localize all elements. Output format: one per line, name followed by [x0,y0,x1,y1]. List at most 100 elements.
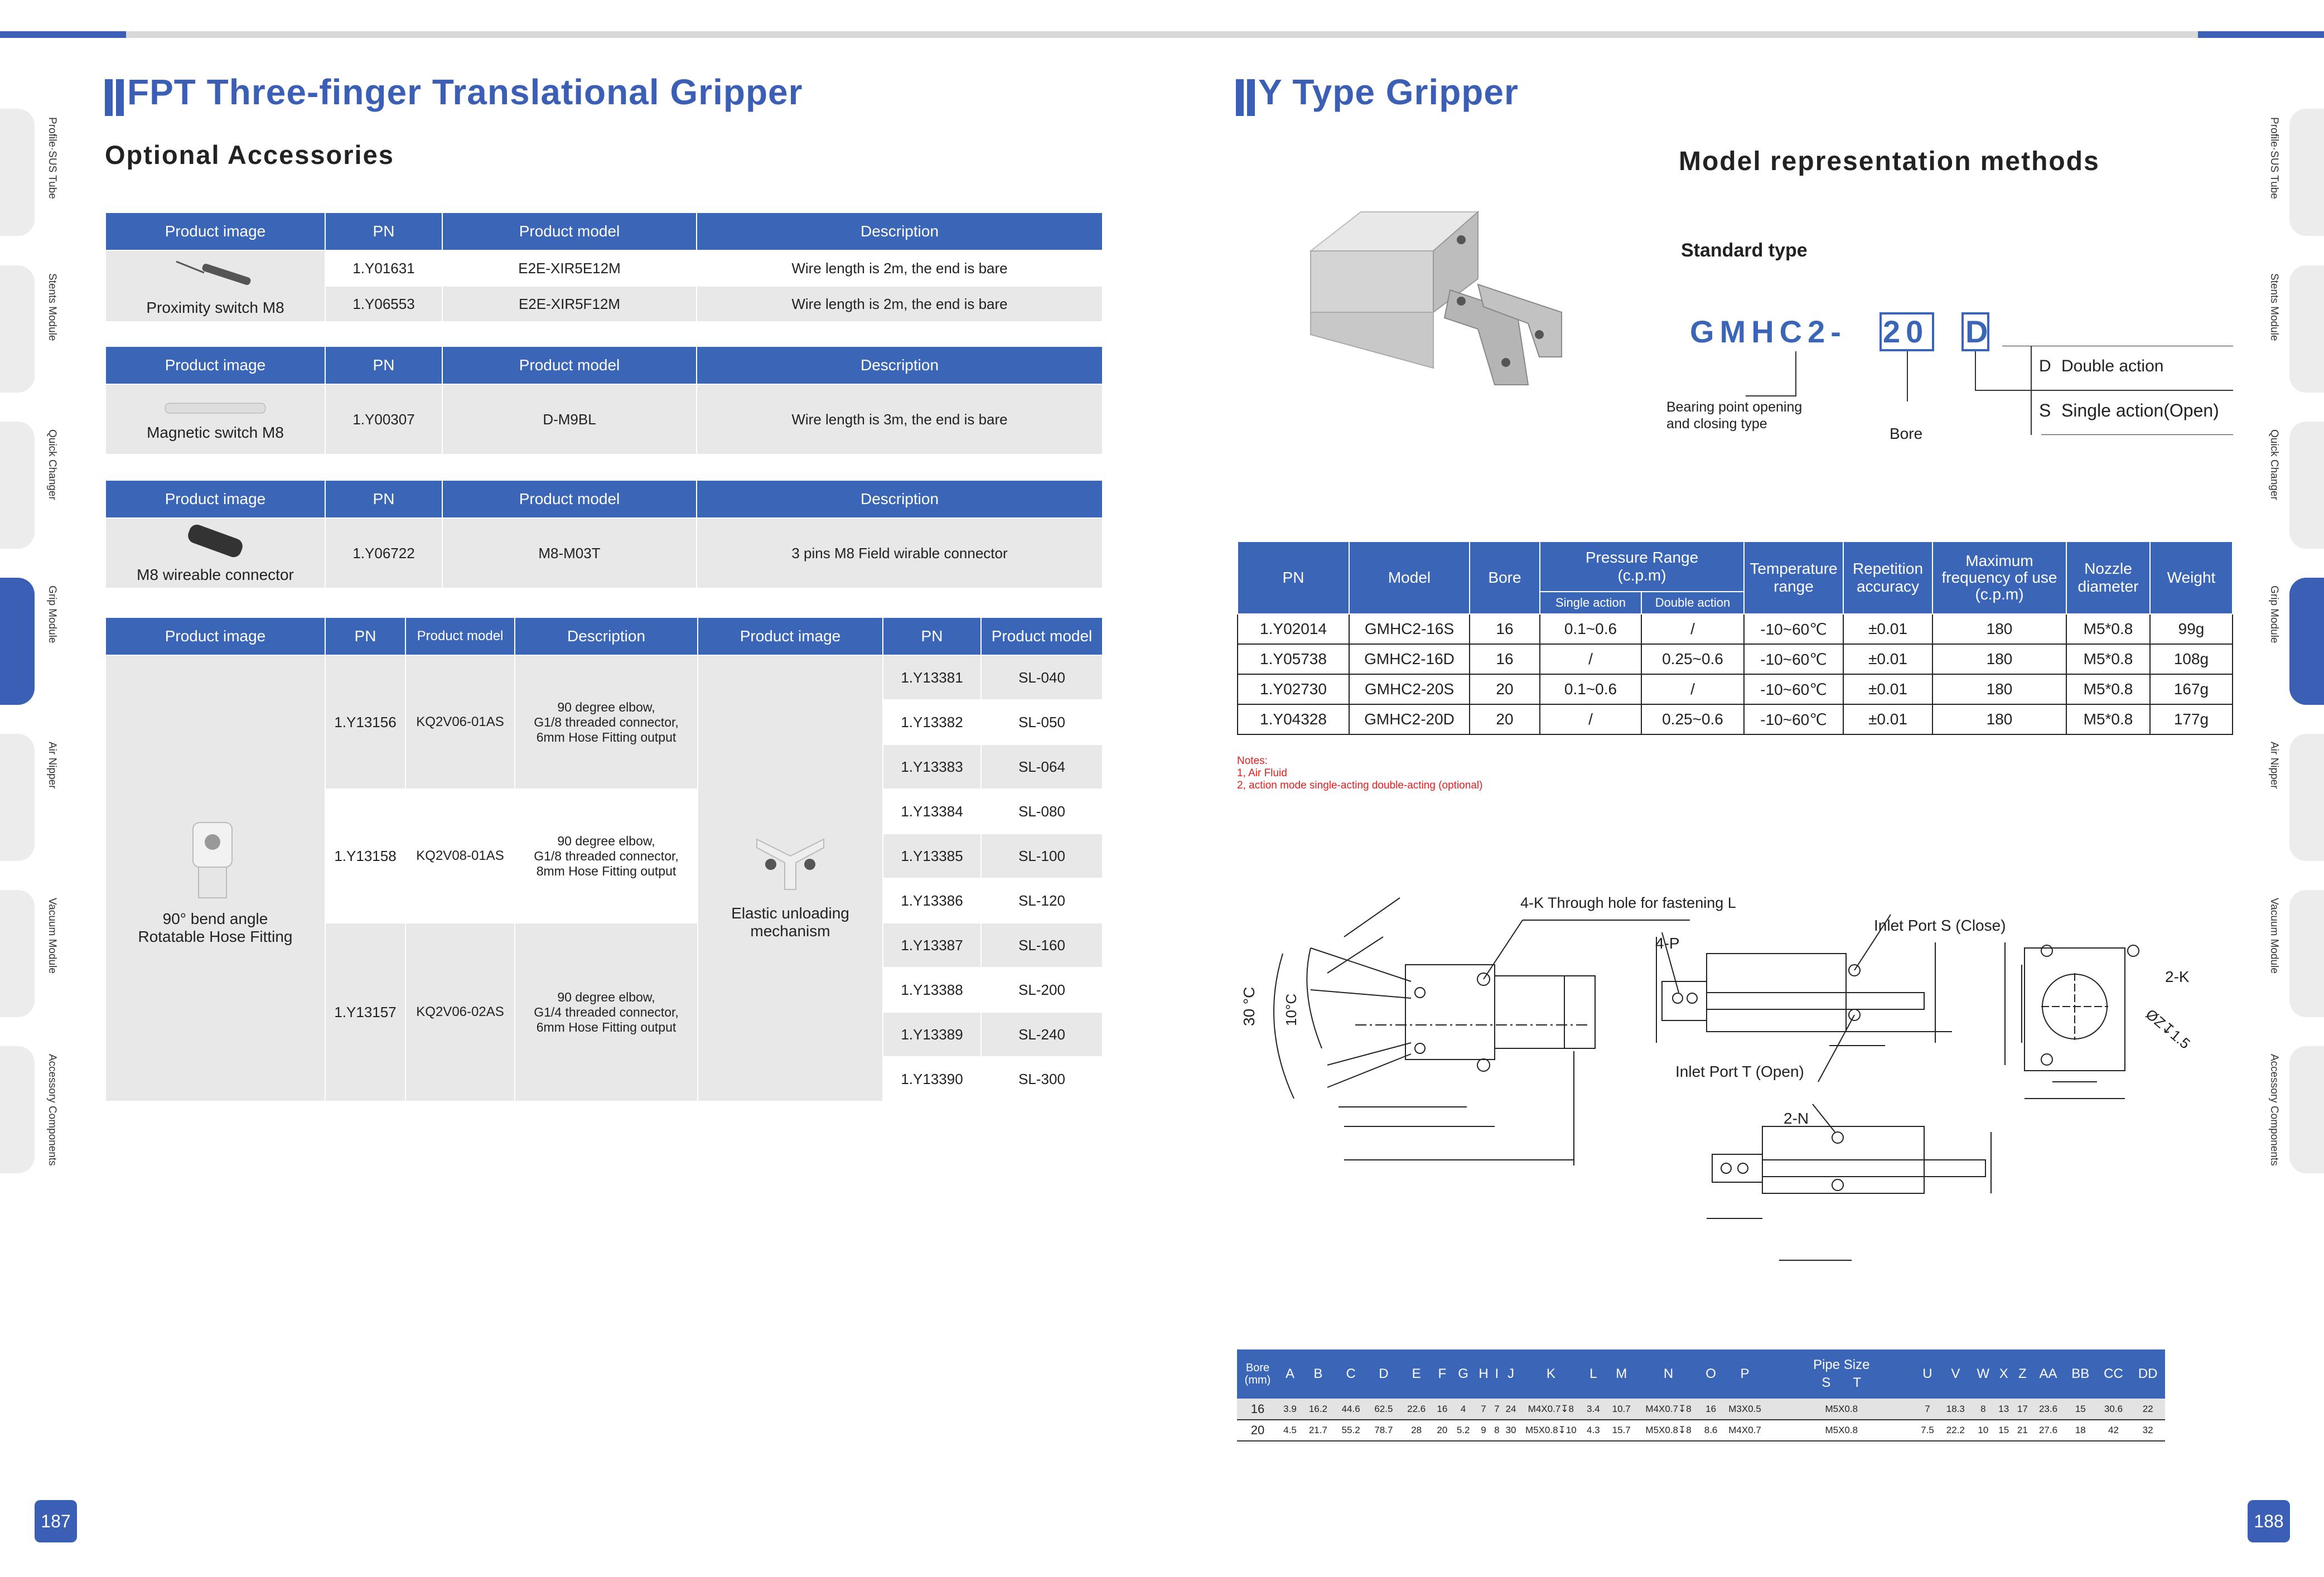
side-tab-nipper[interactable] [0,734,35,861]
cell: 9 [1475,1420,1492,1441]
right-title-text: Y Type Gripper [1258,72,1519,112]
cell: 10.7 [1605,1399,1638,1420]
side-label: Stents Module [2268,273,2280,341]
dim-header: V [1939,1349,1972,1399]
left-section-title: FPT Three-finger Translational Gripper [105,71,803,116]
side-tab-quick[interactable] [2289,422,2324,549]
spec-header-single: Single action [1539,591,1642,615]
drawing-label-4p: 4-P [1655,935,1680,952]
cell: 3.4 [1581,1399,1605,1420]
side-tab-profile[interactable] [0,109,35,236]
side-label: Vacuum Module [2268,898,2280,974]
cell: M5X0.8 [1767,1399,1916,1420]
table-cell: SL-064 [980,744,1103,790]
table-cell: 1.Y13381 [882,655,982,700]
cell: 21.7 [1301,1420,1335,1441]
left-title-text: FPT Three-finger Translational Gripper [127,72,803,112]
table-cell: 1.Y13387 [882,922,982,968]
side-label: Quick Changer [2268,429,2280,500]
side-tab-vacuum[interactable] [0,890,35,1017]
top-rule-accent-left [0,31,126,38]
col-header-desc: Description [696,212,1103,251]
option-s-value: Single action(Open) [2061,400,2219,420]
dim-header: X [1994,1349,2013,1399]
side-label: Grip Module [46,586,58,644]
cell: / [1641,674,1745,705]
side-tab-quick[interactable] [0,422,35,549]
cell: / [1539,644,1642,675]
cell: 28 [1400,1420,1433,1441]
cell: GMHC2-20S [1349,674,1470,705]
cell: 15 [1994,1420,2013,1441]
side-tab-stents[interactable] [2289,265,2324,393]
y-gripper-spec-table: PN Model Bore Pressure Range(c.p.m) Temp… [1237,541,2233,735]
right-section-title: Y Type Gripper [1236,71,1519,116]
model-code-type: D [1965,314,1994,349]
cell: 5.2 [1451,1420,1475,1441]
cell: 20 [1433,1420,1452,1441]
side-tab-vacuum[interactable] [2289,890,2324,1017]
option-d-key: D [2039,357,2051,375]
hose-caption-2: Rotatable Hose Fitting [138,927,293,945]
cell: -10~60℃ [1743,704,1844,735]
cell: ±0.01 [1843,704,1933,735]
m8-connector-image [188,524,243,557]
table-cell: KQ2V06-01AS [405,655,515,790]
cell: 3.9 [1278,1399,1302,1420]
col-header-model-2: Product model [980,617,1103,656]
dim-header: N [1637,1349,1699,1399]
cell: 1.Y05738 [1237,644,1350,675]
side-tab-profile[interactable] [2289,109,2324,236]
desc-line: G1/4 threaded connector, [534,1004,679,1019]
cell: M5X0.8↧10 [1520,1420,1582,1441]
dim-header: F [1433,1349,1452,1399]
cell: 18.3 [1939,1399,1972,1420]
col-header-image: Product image [105,346,326,385]
table-cell: KQ2V06-02AS [405,922,515,1102]
proximity-switch-image [176,260,251,285]
side-tab-stents[interactable] [0,265,35,393]
cell: 22 [2130,1399,2165,1420]
accessory-table-proximity: Product image PN Product model Descripti… [105,212,1103,322]
note-line: Notes: [1237,755,1268,767]
cell: M3X0.5 [1722,1399,1767,1420]
table-cell: SL-240 [980,1012,1103,1057]
side-tab-accessory[interactable] [2289,1046,2324,1173]
cell: 27.6 [2032,1420,2065,1441]
spec-header-bore: Bore [1469,541,1540,615]
cell: 23.6 [2032,1399,2065,1420]
cell: 0.25~0.6 [1641,644,1745,675]
col-header-image: Product image [105,212,326,251]
side-tab-grip[interactable] [0,578,35,705]
cell: 0.1~0.6 [1539,674,1642,705]
desc-line: 90 degree elbow, [557,989,655,1004]
cell: 4.5 [1278,1420,1302,1441]
bearing-label-2: and closing type [1666,416,1767,432]
table-cell: E2E-XIR5E12M [442,250,697,287]
cell: 15 [2064,1399,2096,1420]
cell: 180 [1932,613,2067,645]
cell: 78.7 [1367,1420,1400,1441]
bore-label: Bore [1890,425,1923,442]
table-cell: SL-160 [980,922,1103,968]
hose-caption-1: 90° bend angle [162,910,268,927]
dim-header: DD [2130,1349,2165,1399]
side-tab-nipper[interactable] [2289,734,2324,861]
table-cell: 1.Y13382 [882,699,982,745]
dim-header: I [1492,1349,1502,1399]
side-label: Air Nipper [46,742,58,789]
dim-header: E [1400,1349,1433,1399]
side-tab-accessory[interactable] [0,1046,35,1173]
cell: 1.Y04328 [1237,704,1350,735]
cell: 7 [1475,1399,1492,1420]
dim-header: G [1451,1349,1475,1399]
cell: / [1539,704,1642,735]
side-tab-grip[interactable] [2289,578,2324,705]
proximity-image-cell: Proximity switch M8 [105,250,326,322]
dim-header: P [1722,1349,1767,1399]
cell: 7 [1915,1399,1939,1420]
col-header-pn: PN [325,480,443,519]
